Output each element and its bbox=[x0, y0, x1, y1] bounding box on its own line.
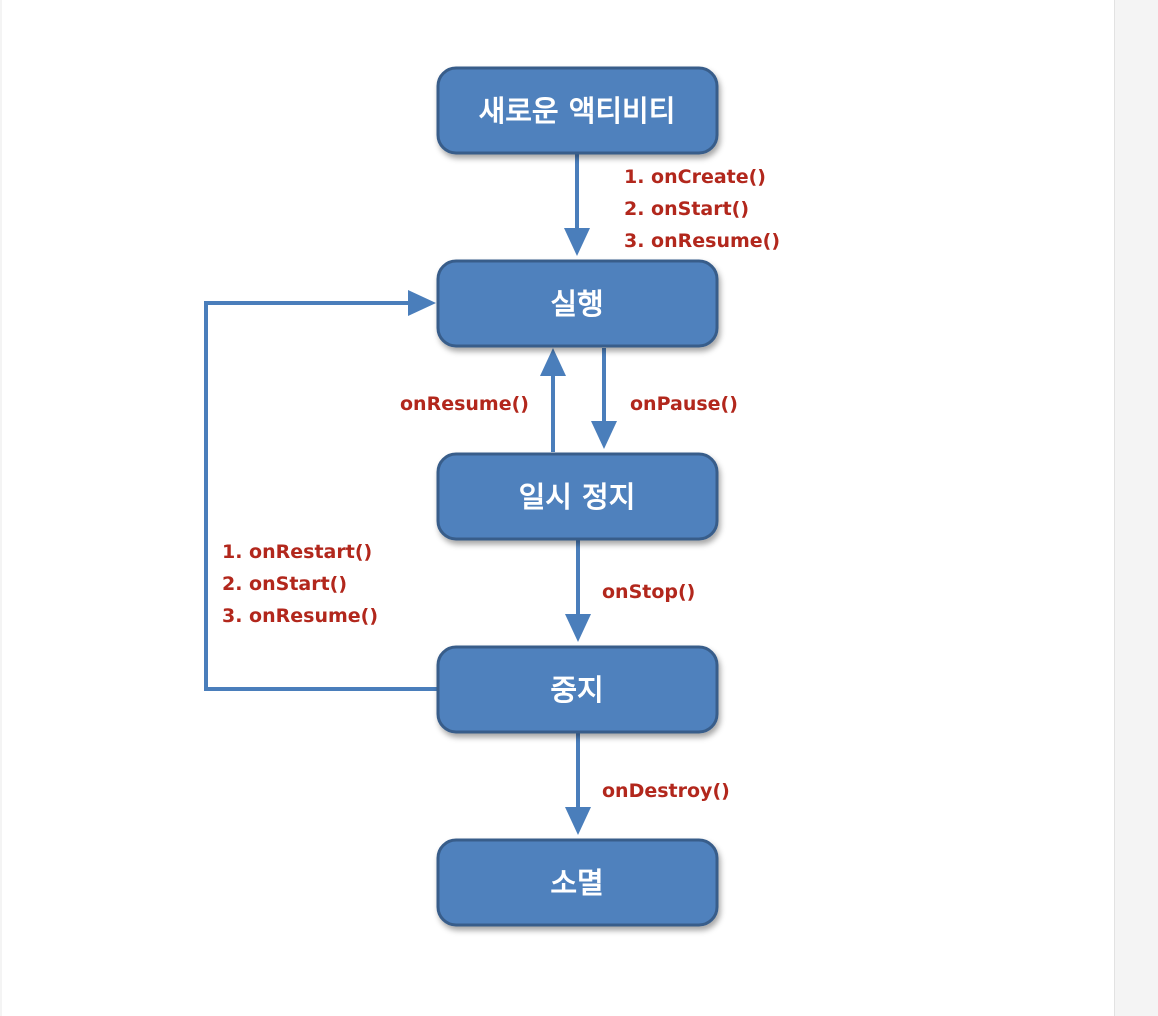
callback-destroy: onDestroy() bbox=[602, 780, 730, 802]
callback-create-2: 2. onStart() bbox=[624, 198, 749, 220]
arrowhead-create bbox=[564, 228, 590, 256]
callback-resume: onResume() bbox=[400, 393, 529, 415]
state-label-running: 실행 bbox=[550, 287, 603, 321]
callback-labels: 1. onCreate() 2. onStart() 3. onResume()… bbox=[222, 166, 780, 802]
transition-arrows bbox=[204, 153, 617, 835]
state-label-paused: 일시 정지 bbox=[519, 480, 636, 514]
arrowhead-resume bbox=[540, 348, 566, 376]
state-label-stopped: 중지 bbox=[550, 673, 603, 707]
arrowhead-destroy bbox=[565, 807, 591, 835]
state-running: 실행 bbox=[436, 259, 719, 348]
callback-restart-3: 3. onResume() bbox=[222, 605, 378, 627]
callback-create-3: 3. onResume() bbox=[624, 230, 780, 252]
arrow-restart bbox=[204, 301, 438, 691]
state-label-new-activity: 새로운 액티비티 bbox=[479, 94, 676, 128]
callback-pause: onPause() bbox=[630, 393, 738, 415]
callback-stop: onStop() bbox=[602, 581, 695, 603]
arrowhead-restart bbox=[408, 290, 436, 316]
callback-restart-1: 1. onRestart() bbox=[222, 541, 372, 563]
state-new-activity: 새로운 액티비티 bbox=[436, 66, 719, 155]
callback-create-1: 1. onCreate() bbox=[624, 166, 766, 188]
callback-restart-2: 2. onStart() bbox=[222, 573, 347, 595]
state-label-destroyed: 소멸 bbox=[550, 866, 603, 900]
state-stopped: 중지 bbox=[436, 645, 719, 734]
state-paused: 일시 정지 bbox=[436, 452, 719, 541]
state-destroyed: 소멸 bbox=[436, 838, 719, 927]
arrowhead-stop bbox=[565, 614, 591, 642]
arrowhead-pause bbox=[591, 421, 617, 449]
